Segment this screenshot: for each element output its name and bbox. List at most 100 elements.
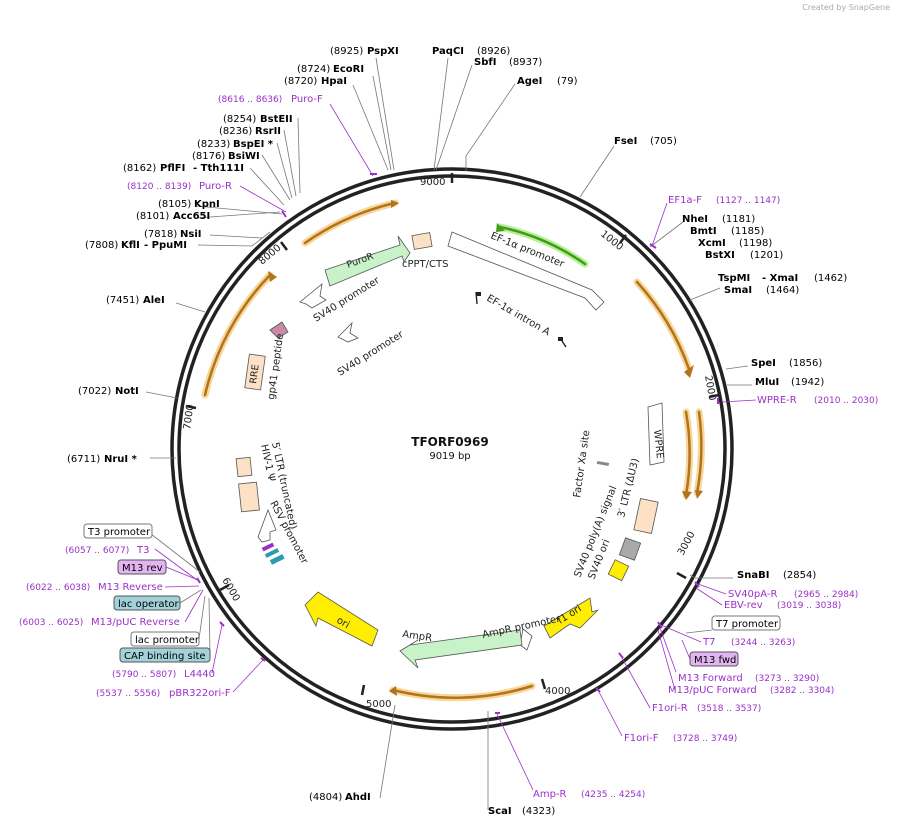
primer-m13-forward: M13 Forward [678, 673, 743, 684]
enzyme-pos-tspmi: (1462) [814, 273, 847, 284]
tick-label-2000: 2000 [702, 375, 717, 402]
enzyme-pos-nsii: (7818) [144, 229, 177, 240]
enzyme-acc65i: Acc65I [173, 211, 210, 222]
enzyme-pos-bspei: (8233) [197, 139, 230, 150]
cap-mark [269, 554, 285, 565]
enzyme-pos-noti: (7022) [78, 386, 111, 397]
m13-rev-mark [261, 542, 275, 552]
enzyme-leaders [145, 57, 752, 810]
enzyme-bsteii: BstEII [260, 114, 293, 125]
hiv-psi-box [238, 481, 260, 513]
primer-range-sv40pa-r: (2965 .. 2984) [794, 590, 858, 600]
primer-range-m13-puc-forward: (3282 .. 3304) [770, 686, 834, 696]
primer-range-ebv-rev: (3019 .. 3038) [777, 601, 841, 611]
primer-range-ef1a-f: (1127 .. 1147) [716, 196, 780, 206]
plasmid-name: TFORF0969 [411, 435, 488, 449]
primer-wpre-r: WPRE-R [757, 395, 797, 406]
primer-sv40pa-r: SV40pA-R [728, 589, 777, 600]
ampr-label: AmpR [402, 629, 433, 644]
enzyme-ahdi: AhdI [345, 792, 371, 803]
enzyme-spei: SpeI [751, 358, 776, 369]
enzyme-pos-bsteii: (8254) [223, 114, 256, 125]
primer-range-pbr322ori-f: (5537 .. 5556) [96, 689, 160, 699]
enzyme-pos-kpni: (8105) [158, 199, 191, 210]
enzyme-agei: AgeI [517, 76, 542, 87]
tick-label-9000: 9000 [420, 177, 445, 188]
primer-range-m13-puc-reverse: (6003 .. 6025) [19, 618, 83, 628]
factor-xa-mark [596, 460, 610, 467]
ampr-arrow [399, 629, 523, 669]
tick-label-5000: 5000 [366, 699, 391, 710]
enzyme-sbfi: SbfI [474, 57, 496, 68]
enzyme-labels: (8925) PspXI PaqCI (8926) (8724) EcoRI S… [67, 46, 847, 817]
primer-m13-puc-reverse: M13/pUC Reverse [91, 617, 180, 628]
primer-range-t7: (3244 .. 3263) [731, 638, 795, 648]
m13-rev-box: M13 rev [122, 563, 163, 574]
ef1a-intron-label: EF-1α intron A [485, 293, 552, 338]
primer-range-wpre-r: (2010 .. 2030) [814, 396, 878, 406]
snapgene-watermark: Created by SnapGene [802, 3, 890, 12]
enzyme-pos-nhei: (1181) [722, 214, 755, 225]
primer-puro-r: Puro-R [199, 181, 232, 192]
enzyme-pos-bmti: (1185) [731, 226, 764, 237]
tick-label-4000: 4000 [545, 686, 570, 697]
enzyme-pos-scai: (4323) [522, 806, 555, 817]
enzyme-hpai: HpaI [321, 76, 347, 87]
primer-ebv-rev: EBV-rev [724, 600, 763, 611]
primer-range-amp-r: (4235 .. 4254) [581, 790, 645, 800]
enzyme-pos-mlui: (1942) [791, 377, 824, 388]
primer-m13-reverse: M13 Reverse [98, 582, 163, 593]
enzyme-pos-paqci: (8926) [477, 46, 510, 57]
primer-ef1a-f: EF1a-F [668, 195, 702, 206]
f1-ori-arrow [543, 597, 599, 639]
cppt-label: cPPT/CTS [402, 259, 448, 270]
enzyme-pos-ahdi: (4804) [309, 792, 342, 803]
rre-label: RRE [248, 364, 262, 385]
enzyme-pos-fsei: (705) [650, 136, 677, 147]
enzyme-pos-bsiwi: (8176) [192, 151, 225, 162]
ori-arrow [304, 591, 379, 647]
enzyme-noti: NotI [115, 386, 139, 397]
enzyme-bsiwi: BsiWI [228, 151, 260, 162]
arc-arrowheads [268, 200, 703, 696]
enzyme-pos-agei: (79) [557, 76, 578, 87]
primer-range-m13-reverse: (6022 .. 6038) [26, 583, 90, 593]
enzyme-alei: AleI [143, 295, 165, 306]
lac-op-mark [264, 548, 280, 558]
t3-promoter-box: T3 promoter [87, 527, 151, 538]
enzyme-kpni: KpnI [194, 199, 220, 210]
cap-binding-site-box: CAP binding site [124, 651, 206, 662]
enzyme-pos-kfli: (7808) [85, 240, 118, 251]
primer-l4440: L4440 [184, 669, 215, 680]
enzyme-mlui: MluI [755, 377, 779, 388]
gp41-label: gp41 peptide [266, 333, 286, 401]
sv40-ori-box [607, 559, 630, 582]
gp41-marker [269, 321, 289, 339]
boxed-feature-labels: T7 promoter M13 fwd T3 promoter M13 rev … [83, 523, 781, 667]
enzyme-pos-alei: (7451) [106, 295, 139, 306]
enzyme-nrui: NruI * [104, 454, 138, 465]
enzyme-xcmi: XcmI [698, 238, 726, 249]
primer-m13-puc-forward: M13/pUC Forward [668, 685, 757, 696]
enzyme-bspei: BspEI * [233, 139, 274, 150]
enzyme-rsrii: RsrII [255, 126, 281, 137]
intron-end-mark [561, 340, 567, 348]
enzyme-pos-nrui: (6711) [67, 454, 100, 465]
primer-f1ori-f: F1ori-F [624, 733, 659, 744]
factor-xa-label: Factor Xa site [572, 430, 592, 499]
primer-amp-r: Amp-R [533, 789, 567, 800]
enzyme-pos-snabi: (2854) [783, 570, 816, 581]
lac-promoter-box: lac promoter [135, 635, 200, 646]
feature-shapes [235, 231, 665, 669]
feature-arcs [201, 199, 705, 702]
sv40-polya-box [618, 537, 642, 561]
rsv-promoter-arrow [257, 508, 277, 543]
backbone-outer-ring [170, 167, 734, 731]
enzyme-pos-rsrii: (8236) [219, 126, 252, 137]
ef1a-promoter-arrow [447, 231, 605, 311]
enzyme-pos-hpai: (8720) [284, 76, 317, 87]
enzyme-nsii: NsiI [180, 229, 201, 240]
ltr3-box [633, 498, 659, 534]
tick-marks [185, 173, 720, 696]
